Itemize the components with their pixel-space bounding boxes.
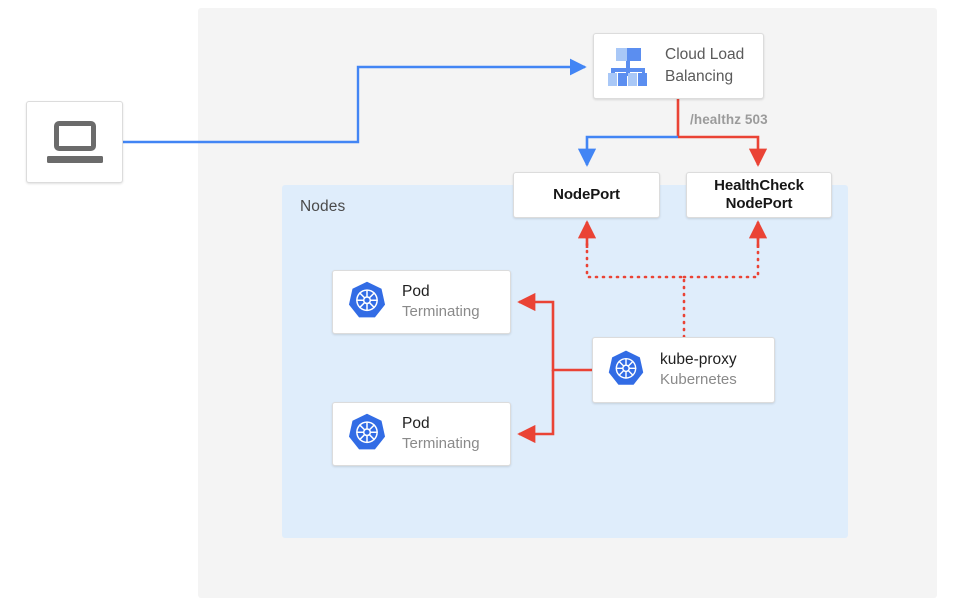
kube-proxy-title: kube-proxy bbox=[660, 351, 737, 368]
healthcheck-nodeport-label: HealthCheck NodePort bbox=[714, 177, 804, 213]
kube-proxy-node[interactable]: kube-proxy Kubernetes bbox=[592, 337, 775, 403]
pod-status-2: Terminating bbox=[402, 435, 480, 452]
kubernetes-icon bbox=[348, 413, 386, 450]
kubernetes-icon bbox=[348, 281, 386, 318]
pod-node-2[interactable]: Pod Terminating bbox=[332, 402, 511, 466]
kube-proxy-subtitle: Kubernetes bbox=[660, 371, 737, 388]
cloud-load-balancing-icon bbox=[605, 46, 651, 86]
kubernetes-icon bbox=[608, 350, 644, 385]
nodeport-node[interactable]: NodePort bbox=[513, 172, 660, 218]
cloud-load-balancing-label: Cloud Load Balancing bbox=[665, 44, 744, 88]
cloud-load-balancing-label-line2: Balancing bbox=[665, 68, 734, 85]
pod-title-1: Pod bbox=[402, 283, 430, 300]
nodes-panel-label: Nodes bbox=[300, 198, 346, 215]
client-node[interactable] bbox=[26, 101, 123, 183]
pod-node-1[interactable]: Pod Terminating bbox=[332, 270, 511, 334]
cloud-load-balancing-label-line1: Cloud Load bbox=[665, 46, 745, 63]
cloud-load-balancing-node[interactable]: Cloud Load Balancing bbox=[593, 33, 764, 99]
pod-status-1: Terminating bbox=[402, 303, 480, 320]
pod-title-2: Pod bbox=[402, 415, 430, 432]
nodeport-label: NodePort bbox=[553, 186, 620, 203]
healthz-status-label: /healthz 503 bbox=[690, 112, 768, 127]
healthcheck-nodeport-label-line1: HealthCheck bbox=[714, 177, 804, 194]
laptop-icon bbox=[46, 121, 103, 163]
healthcheck-nodeport-node[interactable]: HealthCheck NodePort bbox=[686, 172, 832, 218]
healthcheck-nodeport-label-line2: NodePort bbox=[725, 195, 793, 212]
